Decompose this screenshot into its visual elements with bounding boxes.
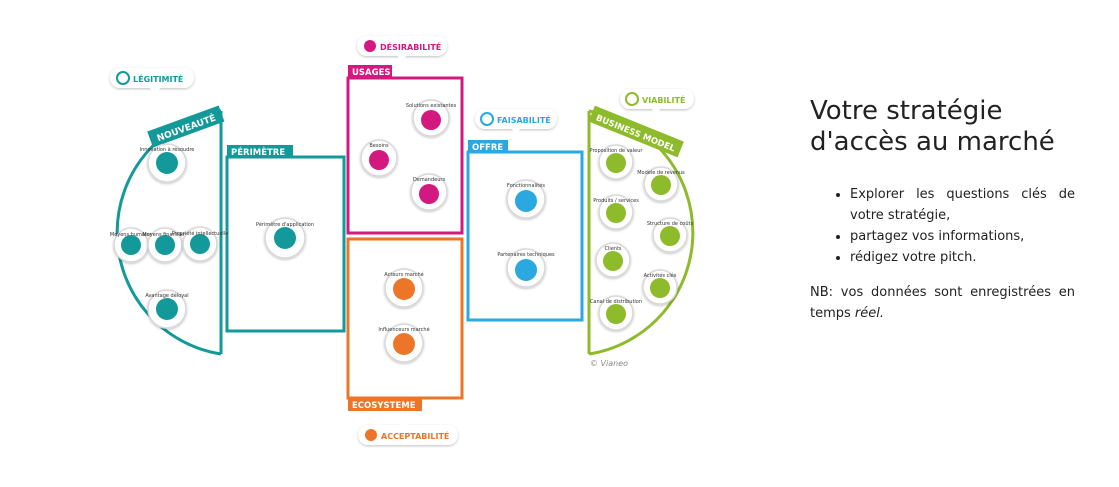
svg-text:LÉGITIMITÉ: LÉGITIMITÉ bbox=[133, 73, 183, 84]
info-panel: Votre stratégie d'accès au marché Explor… bbox=[810, 96, 1075, 324]
distribution-icon bbox=[606, 304, 626, 324]
svg-text:Fonctionnalités: Fonctionnalités bbox=[507, 182, 545, 189]
svg-text:FAISABILITÉ: FAISABILITÉ bbox=[497, 114, 551, 125]
block-fonctionnalites[interactable]: Fonctionnalités bbox=[506, 179, 546, 219]
block-acteurs[interactable]: Acteurs marché bbox=[384, 268, 424, 308]
people-icon bbox=[121, 235, 141, 255]
page-title: Votre stratégie d'accès au marché bbox=[810, 96, 1055, 157]
vianeo-canvas-diagram: LÉGITIMITÉ DÉSIRABILITÉ FAISABILITÉ VIAB… bbox=[110, 36, 695, 445]
tools-icon bbox=[421, 110, 441, 130]
svg-text:Modèle de revenus: Modèle de revenus bbox=[637, 169, 685, 176]
activity-icon bbox=[650, 278, 670, 298]
block-modele[interactable]: Modèle de revenus bbox=[637, 166, 685, 202]
bullet-list: Explorer les questions clés de votre str… bbox=[810, 184, 1075, 268]
tag-desirabilite: DÉSIRABILITÉ bbox=[357, 36, 447, 64]
svg-text:Activités clés: Activités clés bbox=[644, 272, 677, 279]
section-ecosysteme: ECOSYSTEME bbox=[346, 237, 464, 411]
svg-text:PÉRIMÈTRE: PÉRIMÈTRE bbox=[231, 146, 285, 158]
block-perimetre-app[interactable]: Périmètre d'application bbox=[256, 217, 314, 259]
hand-icon bbox=[369, 150, 389, 170]
key-icon bbox=[190, 234, 210, 254]
network-icon bbox=[515, 259, 537, 281]
block-partenaires[interactable]: Partenaires techniques bbox=[497, 248, 555, 288]
revenue-icon bbox=[651, 175, 671, 195]
svg-text:Avantage déloyal: Avantage déloyal bbox=[145, 292, 188, 299]
svg-text:Périmètre d'application: Périmètre d'application bbox=[256, 221, 314, 228]
block-avantage[interactable]: Avantage déloyal bbox=[145, 289, 189, 329]
copyright: © Vianeo bbox=[590, 359, 628, 368]
svg-text:ACCEPTABILITÉ: ACCEPTABILITÉ bbox=[381, 430, 449, 441]
lightbulb-icon bbox=[156, 152, 178, 174]
barcode-icon bbox=[606, 203, 626, 223]
svg-text:Moyens financiers: Moyens financiers bbox=[142, 232, 188, 238]
section-offre: OFFRE bbox=[466, 140, 584, 322]
block-influenceurs[interactable]: Influenceurs marché bbox=[378, 323, 430, 363]
svg-text:USAGES: USAGES bbox=[352, 68, 391, 78]
block-structure[interactable]: Structure de coûts bbox=[647, 217, 694, 253]
legitimite-icon bbox=[116, 71, 130, 85]
gears-icon bbox=[480, 112, 494, 126]
block-clients[interactable]: Clients bbox=[595, 242, 631, 278]
list-item: Explorer les questions clés de votre str… bbox=[850, 184, 1075, 226]
svg-text:Besoins: Besoins bbox=[369, 143, 389, 149]
diamond-icon bbox=[156, 298, 178, 320]
svg-text:Structure de coûts: Structure de coûts bbox=[647, 220, 694, 227]
note: NB: vos données sont enregistrées en tem… bbox=[810, 285, 1075, 321]
list-item: partagez vos informations, bbox=[850, 226, 1075, 247]
svg-text:Clients: Clients bbox=[604, 246, 621, 252]
group-icon bbox=[393, 278, 415, 300]
block-moyens[interactable]: Moyens humains bbox=[110, 227, 153, 263]
megaphone-icon bbox=[393, 333, 415, 355]
svg-text:OFFRE: OFFRE bbox=[472, 143, 503, 153]
block-besoins[interactable]: Besoins bbox=[360, 139, 398, 177]
section-perimetre: PÉRIMÈTRE bbox=[225, 145, 346, 333]
svg-text:Demandeurs: Demandeurs bbox=[413, 177, 446, 183]
svg-text:Influenceurs marché: Influenceurs marché bbox=[378, 326, 429, 333]
block-moyens-financiers[interactable]: Moyens financiers bbox=[142, 227, 188, 263]
section-usages: USAGES bbox=[346, 65, 464, 235]
euro-icon bbox=[155, 235, 175, 255]
heart-icon bbox=[364, 40, 376, 52]
svg-text:Propriété intellectuelle: Propriété intellectuelle bbox=[172, 230, 229, 237]
svg-text:Partenaires techniques: Partenaires techniques bbox=[497, 252, 555, 258]
block-activites[interactable]: Activités clés bbox=[642, 269, 678, 305]
svg-text:Acteurs marché: Acteurs marché bbox=[384, 271, 423, 278]
tag-faisabilite: FAISABILITÉ bbox=[475, 109, 557, 136]
svg-text:Produits / services: Produits / services bbox=[593, 198, 639, 204]
question-person-icon bbox=[419, 184, 439, 204]
svg-text:VIABILITÉ: VIABILITÉ bbox=[642, 94, 685, 105]
tag-viabilite: VIABILITÉ bbox=[620, 89, 694, 117]
list-item: rédigez votre pitch. bbox=[850, 247, 1075, 268]
tag-acceptabilite: ACCEPTABILITÉ bbox=[358, 418, 458, 445]
svg-text:Innovation à résoudre: Innovation à résoudre bbox=[140, 146, 195, 153]
pie-icon bbox=[660, 226, 680, 246]
house-icon bbox=[274, 227, 296, 249]
svg-text:Proposition de valeur: Proposition de valeur bbox=[590, 148, 644, 154]
block-proposition[interactable]: Proposition de valeur bbox=[590, 144, 644, 180]
coin-icon bbox=[625, 92, 639, 106]
block-produits[interactable]: Produits / services bbox=[593, 194, 639, 230]
handshake-icon bbox=[365, 429, 377, 441]
svg-text:DÉSIRABILITÉ: DÉSIRABILITÉ bbox=[380, 41, 441, 52]
block-solutions[interactable]: Solutions existantes bbox=[406, 99, 457, 137]
svg-text:ECOSYSTEME: ECOSYSTEME bbox=[352, 401, 416, 411]
bulb-value-icon bbox=[606, 153, 626, 173]
svg-text:Moyens humains: Moyens humains bbox=[110, 232, 153, 238]
block-canal[interactable]: Canal de distribution bbox=[590, 295, 642, 331]
clients-icon bbox=[603, 251, 623, 271]
svg-text:Solutions existantes: Solutions existantes bbox=[406, 103, 457, 109]
block-demandeurs[interactable]: Demandeurs bbox=[410, 173, 448, 211]
tag-legitimite: LÉGITIMITÉ bbox=[110, 68, 194, 96]
svg-text:Canal de distribution: Canal de distribution bbox=[590, 299, 642, 305]
block-innovation[interactable]: Innovation à résoudre bbox=[140, 143, 195, 183]
gear-icon bbox=[515, 190, 537, 212]
block-propriete[interactable]: Propriété intellectuelle bbox=[172, 226, 229, 262]
